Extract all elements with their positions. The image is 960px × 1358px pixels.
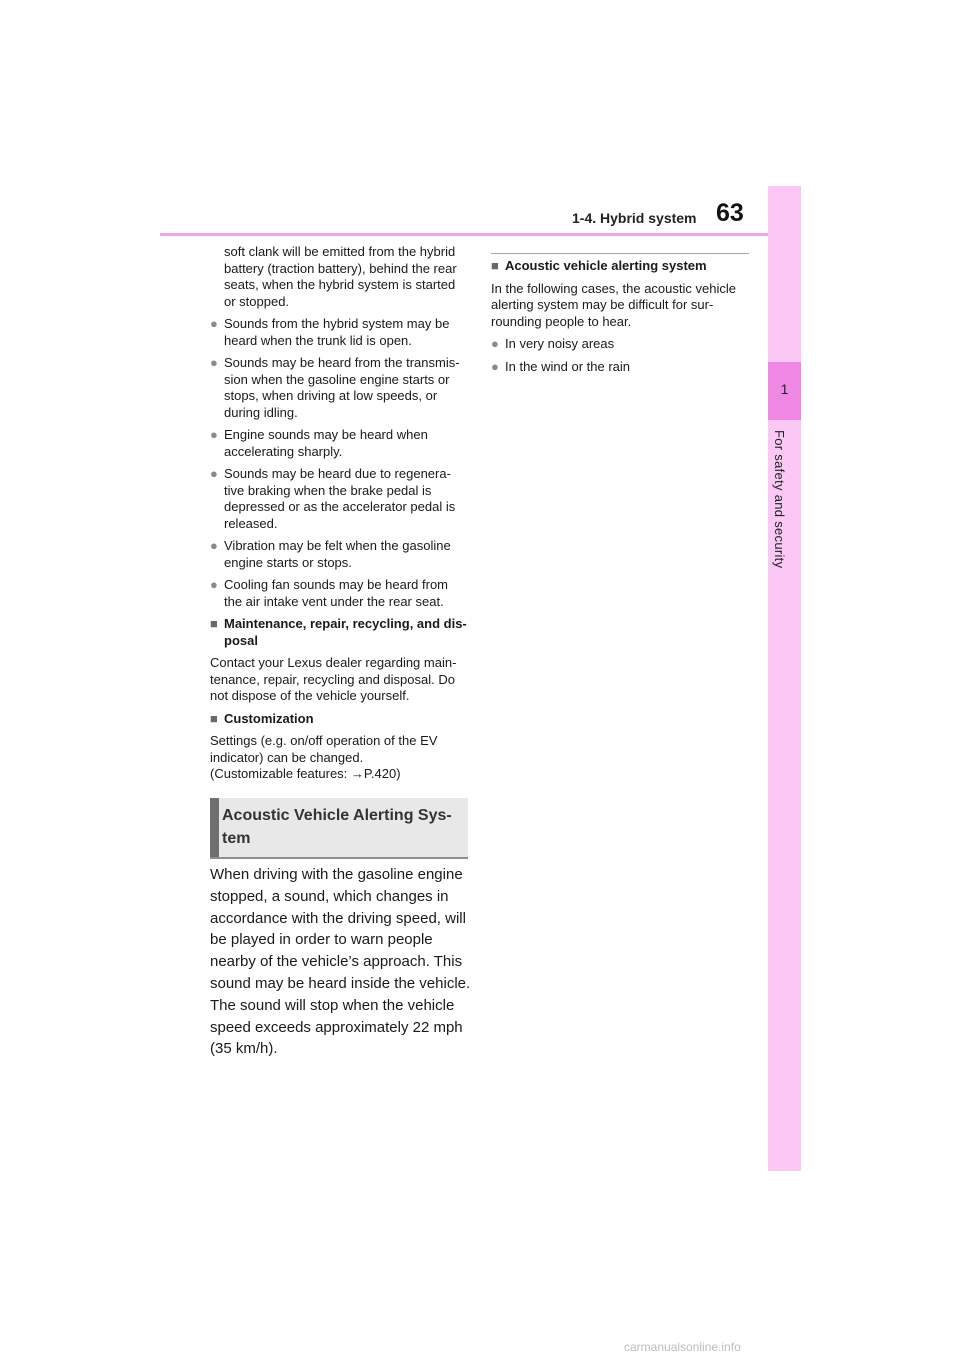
chapter-label: For safety and security — [772, 430, 787, 569]
bullet-item: ● Cooling fan sounds may be heard from t… — [210, 577, 472, 610]
text-line: alerting system may be difficult for sur… — [491, 297, 714, 312]
text-line: The sound will stop when the vehicle — [210, 996, 455, 1014]
chapter-side-tab — [768, 186, 801, 1171]
section-title: 1-4. Hybrid system — [572, 210, 697, 226]
bullet-item: ● Engine sounds may be heard when accele… — [210, 427, 472, 460]
heading-line: Acoustic vehicle alerting system — [505, 258, 707, 273]
text-line: or stopped. — [224, 293, 290, 309]
text-line: Vibration may be felt when the gasoline — [224, 538, 451, 553]
text-line: Contact your Lexus dealer regarding main… — [210, 655, 457, 670]
text-line: tive braking when the brake pedal is — [224, 482, 432, 498]
cross-reference-link[interactable]: (Customizable features: →P.420) — [210, 766, 401, 781]
bullet-icon: ● — [210, 316, 218, 331]
heading-line: Acoustic Vehicle Alerting Sys- — [222, 807, 452, 824]
chapter-number: 1 — [780, 381, 789, 397]
section-box-title: Acoustic Vehicle Alerting Sys- tem — [210, 798, 468, 859]
bullet-icon: ● — [491, 336, 499, 351]
left-column: soft clank will be emitted from the hybr… — [210, 244, 472, 789]
text-line: the air intake vent under the rear seat. — [224, 593, 444, 609]
continuation-paragraph: soft clank will be emitted from the hybr… — [224, 244, 472, 310]
text-line: In the following cases, the acoustic veh… — [491, 280, 736, 296]
bullet-icon: ● — [210, 355, 218, 370]
footer-watermark: carmanualsonline.info — [624, 1340, 741, 1354]
text-line: sound may be heard inside the vehicle. — [210, 974, 471, 992]
text-line: In very noisy areas — [505, 336, 615, 351]
text-line: indicator) can be changed. — [210, 749, 364, 765]
text-line: be played in order to warn people — [210, 931, 433, 949]
bullet-item: ● In very noisy areas — [491, 336, 753, 353]
text-line: tenance, repair, recycling and disposal.… — [210, 671, 455, 687]
chapter-number-box — [768, 362, 801, 420]
text-line: not dispose of the vehicle yourself. — [210, 688, 410, 703]
bullet-icon: ● — [210, 538, 218, 553]
text-line: Sounds from the hybrid system may be — [224, 316, 450, 331]
text-line: accelerating sharply. — [224, 443, 343, 459]
section-intro-paragraph: When driving with the gasoline engine st… — [210, 864, 476, 1060]
text-line: Sounds may be heard from the transmis- — [224, 355, 460, 370]
square-bullet-icon: ■ — [491, 258, 499, 273]
text-line: battery (traction battery), behind the r… — [224, 260, 457, 276]
bullet-item: ● Vibration may be felt when the gasolin… — [210, 538, 472, 571]
subheading-customization: ■ Customization — [210, 711, 472, 728]
bullet-icon: ● — [210, 466, 218, 481]
bullet-item: ● In the wind or the rain — [491, 359, 753, 376]
bullet-item: ● Sounds may be heard due to regenera- t… — [210, 466, 472, 532]
text-line: stops, when driving at low speeds, or — [224, 388, 438, 403]
heading-line: Customization — [224, 710, 314, 726]
text-line: In the wind or the rain — [505, 358, 631, 374]
text-line: stopped, a sound, which changes in — [210, 887, 449, 905]
text-line: engine starts or stops. — [224, 554, 352, 570]
text-line: heard when the trunk lid is open. — [224, 332, 412, 348]
bullet-icon: ● — [210, 577, 218, 592]
text-line: accordance with the driving speed, will — [210, 909, 466, 927]
page-number: 63 — [716, 199, 744, 227]
paragraph-customization: Settings (e.g. on/off operation of the E… — [210, 733, 472, 783]
bullet-item: ● Sounds from the hybrid system may be h… — [210, 316, 472, 349]
square-bullet-icon: ■ — [210, 616, 218, 631]
bullet-icon: ● — [491, 358, 499, 374]
bullet-icon: ● — [210, 427, 218, 442]
text-line: speed exceeds approximately 22 mph — [210, 1018, 463, 1036]
text-line: Sounds may be heard due to regenera- — [224, 466, 451, 481]
text-line: seats, when the hybrid system is started — [224, 277, 456, 292]
text-line: When driving with the gasoline engine — [210, 866, 463, 883]
text-line: nearby of the vehicle’s approach. This — [210, 953, 463, 971]
text-line: (35 km/h). — [210, 1040, 278, 1058]
text-line: during idling. — [224, 404, 298, 420]
box-title-accent-bar — [210, 798, 219, 857]
text-line: sion when the gasoline engine starts or — [224, 371, 450, 387]
heading-line: posal — [224, 632, 258, 648]
paragraph-acoustic-alerting: In the following cases, the acoustic veh… — [491, 281, 753, 331]
bullet-item: ● Sounds may be heard from the transmis-… — [210, 355, 472, 421]
right-column-rule — [491, 253, 749, 254]
text-line: Engine sounds may be heard when — [224, 427, 428, 442]
heading-line: tem — [222, 830, 251, 847]
box-title-text: Acoustic Vehicle Alerting Sys- tem — [222, 804, 466, 850]
square-bullet-icon: ■ — [210, 710, 218, 726]
text-line: soft clank will be emitted from the hybr… — [224, 244, 456, 259]
text-line: rounding people to hear. — [491, 313, 632, 329]
subheading-acoustic-alerting: ■ Acoustic vehicle alerting system — [491, 258, 753, 275]
text-line: depressed or as the accelerator pedal is — [224, 499, 456, 514]
text-line: Cooling fan sounds may be heard from — [224, 577, 449, 592]
header-rule — [160, 233, 770, 236]
paragraph-maintenance: Contact your Lexus dealer regarding main… — [210, 655, 472, 705]
subheading-maintenance: ■ Maintenance, repair, recycling, and di… — [210, 616, 472, 649]
text-line: released. — [224, 515, 278, 531]
heading-line: Maintenance, repair, recycling, and dis- — [224, 616, 467, 631]
text-line: Settings (e.g. on/off operation of the E… — [210, 733, 438, 748]
right-column: ■ Acoustic vehicle alerting system In th… — [491, 252, 753, 381]
